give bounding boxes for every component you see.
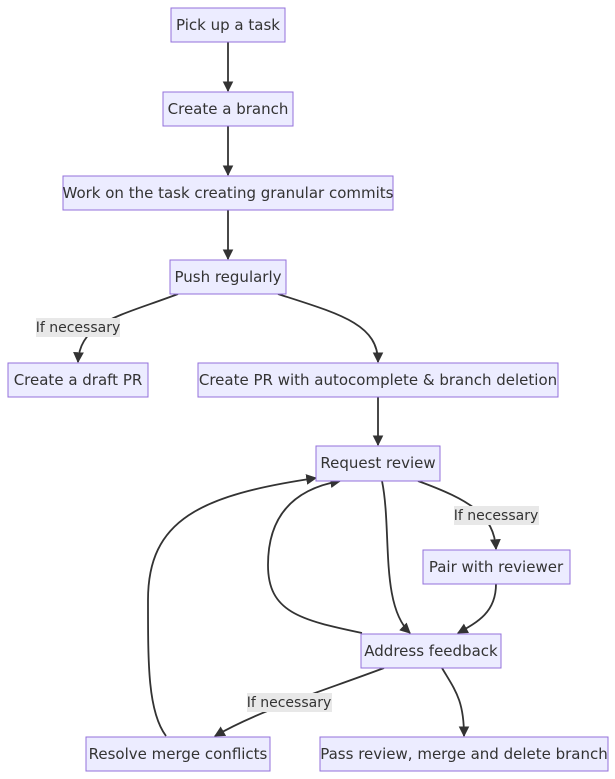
edge-label-text: If necessary [454,508,539,524]
node-create-branch: Create a branch [162,91,294,127]
node-label: Create a branch [168,100,289,118]
node-work-on-task: Work on the task creating granular commi… [62,175,394,211]
node-label: Create a draft PR [14,371,143,389]
edge-label-push-draft: If necessary [36,318,121,337]
node-push-regularly: Push regularly [169,259,287,295]
edge-label-feedback-conflicts: If necessary [247,693,332,712]
node-create-draft-pr: Create a draft PR [7,362,149,398]
edge-push-to-create-pr [277,293,384,364]
node-label: Create PR with autocomplete & branch del… [199,371,557,389]
node-label: Address feedback [364,642,498,660]
edge-label-review-pair: If necessary [454,506,539,525]
node-label: Push regularly [174,268,281,286]
node-label: Work on the task creating granular commi… [63,184,394,202]
edge-feedback-to-review [267,477,363,634]
node-label: Resolve merge conflicts [89,745,268,763]
node-pick-up-task: Pick up a task [170,7,286,43]
edge-label-text: If necessary [247,695,332,711]
node-pair-with-reviewer: Pair with reviewer [422,549,571,585]
node-label: Pick up a task [176,16,280,34]
edge-label-text: If necessary [36,320,121,336]
edge-review-to-feedback [381,480,411,634]
edge-conflicts-to-review [147,474,318,737]
node-create-pr: Create PR with autocomplete & branch del… [197,362,559,398]
node-pass-review: Pass review, merge and delete branch [319,736,609,772]
node-label: Pair with reviewer [429,558,564,576]
node-resolve-merge-conflicts: Resolve merge conflicts [85,736,271,772]
node-request-review: Request review [315,445,441,482]
node-address-feedback: Address feedback [360,633,502,669]
edge-pair-to-feedback [457,583,497,634]
edge-feedback-to-pass [441,667,470,738]
node-label: Request review [320,454,435,472]
node-label: Pass review, merge and delete branch [320,745,608,763]
